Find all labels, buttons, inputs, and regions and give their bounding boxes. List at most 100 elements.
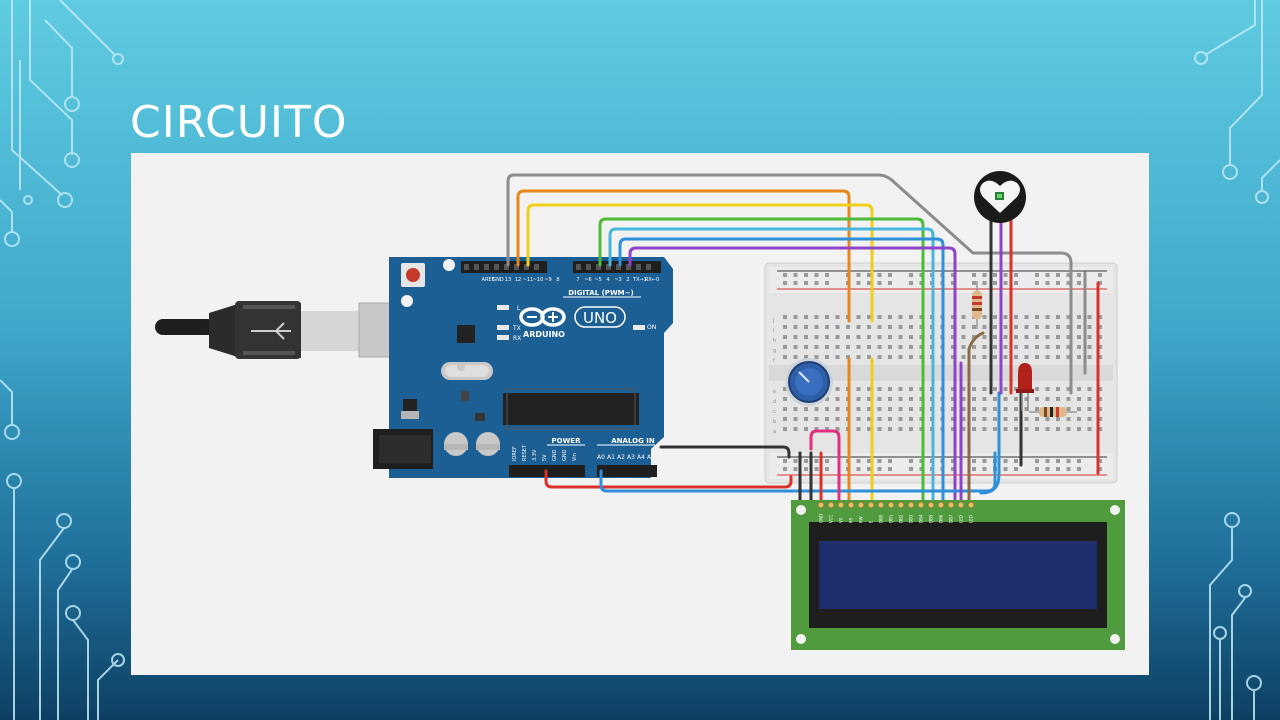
breadboard-hole: [867, 273, 871, 277]
slide-title: CIRCUITO: [130, 97, 348, 148]
breadboard-hole: [888, 355, 892, 359]
row-label-e: e: [773, 389, 776, 395]
wire-black-gnd: [659, 445, 791, 459]
breadboard-hole: [1035, 387, 1039, 391]
breadboard-hole: [909, 355, 913, 359]
breadboard-hole: [982, 467, 987, 471]
breadboard-hole: [825, 459, 829, 463]
breadboard-hole: [1056, 417, 1060, 421]
breadboard-hole: [793, 281, 798, 285]
breadboard-hole: [1066, 281, 1071, 285]
breadboard-hole: [1077, 325, 1081, 329]
row-label-j: j: [772, 318, 774, 324]
breadboard-hole: [888, 387, 892, 391]
breadboard-hole: [1003, 427, 1008, 431]
breadboard-hole: [877, 335, 882, 339]
led-rx-label: RX: [513, 335, 521, 342]
breadboard-hole: [1035, 427, 1039, 431]
breadboard-hole: [1035, 417, 1039, 421]
breadboard-hole: [793, 345, 798, 349]
lcd-pin-label: DB1: [889, 514, 894, 523]
breadboard-hole: [1066, 355, 1071, 359]
pin-label-7: 7: [576, 277, 579, 283]
row-label-a: a: [773, 429, 776, 435]
pin-label-vin: Vin: [572, 453, 578, 461]
breadboard-hole: [1098, 325, 1102, 329]
resistor-bottom: [1029, 407, 1077, 417]
breadboard-hole: [951, 325, 955, 329]
breadboard-hole: [1056, 467, 1060, 471]
breadboard-hole: [888, 467, 892, 471]
breadboard-hole: [825, 325, 829, 329]
breadboard-hole: [1098, 397, 1102, 401]
breadboard-hole: [1056, 397, 1060, 401]
breadboard-hole: [1077, 397, 1081, 401]
pin-label-4: 4: [606, 277, 609, 283]
breadboard-hole: [909, 325, 913, 329]
circuit-canvas: AREF GND 13 12 ~11 ~10 ~9 8 7 ~6 ~5 4 ~3…: [131, 153, 1149, 675]
breadboard-hole: [888, 459, 892, 463]
breadboard-hole: [793, 459, 798, 463]
pin-label-a0: A0: [597, 454, 605, 461]
breadboard-hole: [1098, 407, 1102, 411]
breadboard-hole: [1035, 273, 1039, 277]
wire-yellow: [526, 203, 874, 323]
breadboard-hole: [909, 417, 913, 421]
breadboard-hole: [814, 273, 819, 277]
breadboard-hole: [856, 355, 861, 359]
lcd-pin: [857, 501, 865, 509]
breadboard-hole: [867, 417, 871, 421]
breadboard-hole: [1077, 345, 1081, 349]
breadboard-hole: [877, 273, 882, 277]
breadboard-hole: [1014, 273, 1018, 277]
breadboard-hole: [814, 355, 819, 359]
breadboard-hole: [783, 407, 787, 411]
breadboard-hole: [1087, 387, 1092, 391]
breadboard-hole: [898, 417, 903, 421]
breadboard-hole: [1087, 325, 1092, 329]
breadboard-hole: [1003, 335, 1008, 339]
breadboard-hole: [1056, 325, 1060, 329]
breadboard-hole: [1077, 281, 1081, 285]
breadboard-hole: [867, 427, 871, 431]
lcd-pin-label: E: [869, 520, 874, 523]
pin-label-11: ~11: [523, 277, 534, 283]
breadboard-hole: [951, 467, 955, 471]
breadboard-hole: [1045, 397, 1050, 401]
lcd-pin-label: V0: [839, 517, 844, 523]
breadboard-hole: [1056, 427, 1060, 431]
lcd-pin: [917, 501, 925, 509]
breadboard-hole: [898, 427, 903, 431]
breadboard-hole: [909, 467, 913, 471]
breadboard-hole: [856, 281, 861, 285]
breadboard-hole: [825, 397, 829, 401]
breadboard-hole: [1003, 459, 1008, 463]
breadboard-hole: [1045, 335, 1050, 339]
breadboard-hole: [888, 345, 892, 349]
breadboard-hole: [793, 315, 798, 319]
pin-label-reset: RESET: [522, 444, 528, 461]
breadboard-hole: [877, 387, 882, 391]
breadboard-hole: [1066, 315, 1071, 319]
lcd-pin: [817, 501, 825, 509]
breadboard-hole: [1077, 387, 1081, 391]
breadboard-hole: [1003, 325, 1008, 329]
breadboard-hole: [972, 397, 976, 401]
breadboard-hole: [877, 459, 882, 463]
breadboard-hole: [1045, 459, 1050, 463]
breadboard-hole: [856, 315, 861, 319]
breadboard-hole: [1035, 315, 1039, 319]
breadboard-hole: [993, 397, 997, 401]
breadboard-hole: [1077, 315, 1081, 319]
breadboard-hole: [783, 355, 787, 359]
breadboard-hole: [909, 459, 913, 463]
breadboard-hole: [982, 417, 987, 421]
breadboard-hole: [793, 325, 798, 329]
breadboard-hole: [825, 427, 829, 431]
breadboard-hole: [1045, 355, 1050, 359]
power-header-label: POWER: [552, 437, 582, 445]
led-red: [1016, 363, 1034, 411]
breadboard-hole: [1014, 325, 1018, 329]
breadboard-hole: [1014, 427, 1018, 431]
breadboard-hole: [877, 281, 882, 285]
